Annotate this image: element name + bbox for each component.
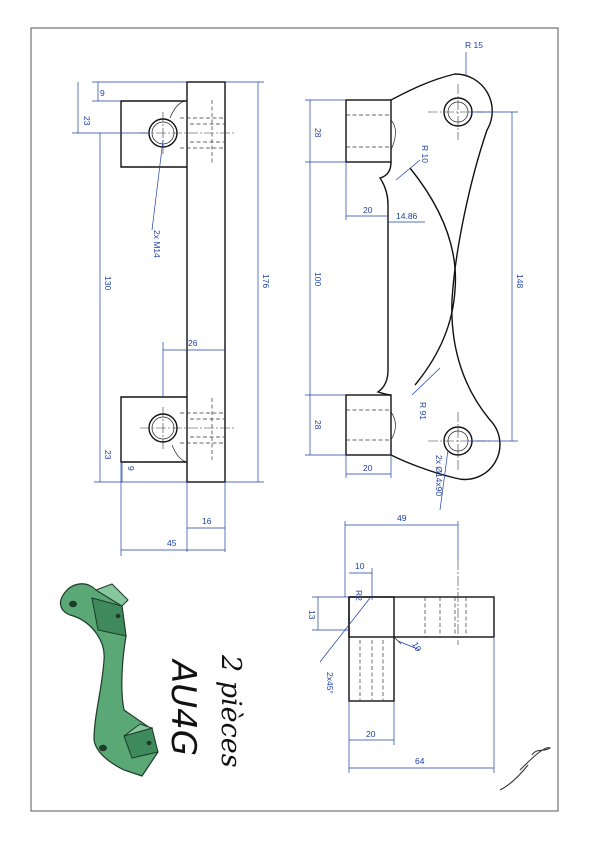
side-dimensions: R 15 28 R 10 20 14.86 100 148 R 91 28 <box>305 40 525 511</box>
side-bottom-block <box>345 394 392 456</box>
front-dimensions: 9 23 130 176 2x M14 26 23 9 16 45 <box>72 81 271 556</box>
handwritten-note: 2 pièces AU4G <box>163 654 246 768</box>
front-view <box>120 81 234 483</box>
dim-r2: R2 <box>354 590 364 601</box>
note-material: AU4G <box>163 658 203 756</box>
dim-13: 13 <box>307 610 317 620</box>
dim-chamfer: 2x45° <box>325 672 335 694</box>
dim-hole-callout: 2x Ø14x90 <box>434 455 444 496</box>
note-quantity: 2 pièces <box>215 654 246 768</box>
dim-23-top: 23 <box>82 116 92 126</box>
detail-vertical-block <box>348 596 395 702</box>
detail-view <box>348 560 495 702</box>
dim-26: 26 <box>188 338 198 348</box>
side-body-outer <box>390 73 501 481</box>
dim-64: 64 <box>415 756 425 766</box>
dim-9-bottom: 9 <box>126 466 136 471</box>
dim-148: 148 <box>515 274 525 288</box>
dim-20-detail: 20 <box>366 729 376 739</box>
dim-49: 49 <box>397 513 407 523</box>
pen-scribble <box>499 747 552 791</box>
side-body-inner <box>376 161 392 396</box>
dim-28-top: 28 <box>313 128 323 138</box>
dim-20-bottom: 20 <box>363 463 373 473</box>
dim-10-right: 10 <box>410 640 424 653</box>
dim-r10: R 10 <box>420 145 430 163</box>
dim-100: 100 <box>313 272 323 286</box>
front-bar <box>186 81 226 483</box>
dim-10-top: 10 <box>355 561 365 571</box>
dim-45: 45 <box>167 538 177 548</box>
dim-20-top: 20 <box>363 205 373 215</box>
dim-r91: R 91 <box>418 402 428 420</box>
dim-thread: 2x M14 <box>152 230 162 258</box>
dim-176: 176 <box>261 274 271 288</box>
dim-9-top: 9 <box>100 88 105 98</box>
drawing-frame <box>30 27 559 812</box>
front-top-block <box>120 100 187 168</box>
dim-130: 130 <box>103 276 113 290</box>
front-bottom-block <box>120 396 187 463</box>
detail-horizontal-bar <box>348 596 495 638</box>
detail-dimensions: 49 10 R2 13 2x45° 10 20 64 <box>307 513 495 773</box>
dim-r15: R 15 <box>465 40 483 50</box>
dim-16: 16 <box>202 516 212 526</box>
dim-14-86: 14.86 <box>396 211 418 221</box>
side-arc-r91 <box>409 167 457 386</box>
dim-23-bottom: 23 <box>103 450 113 460</box>
isometric-part-image <box>59 583 159 777</box>
side-top-block <box>345 99 392 163</box>
dim-28-bottom: 28 <box>313 420 323 430</box>
